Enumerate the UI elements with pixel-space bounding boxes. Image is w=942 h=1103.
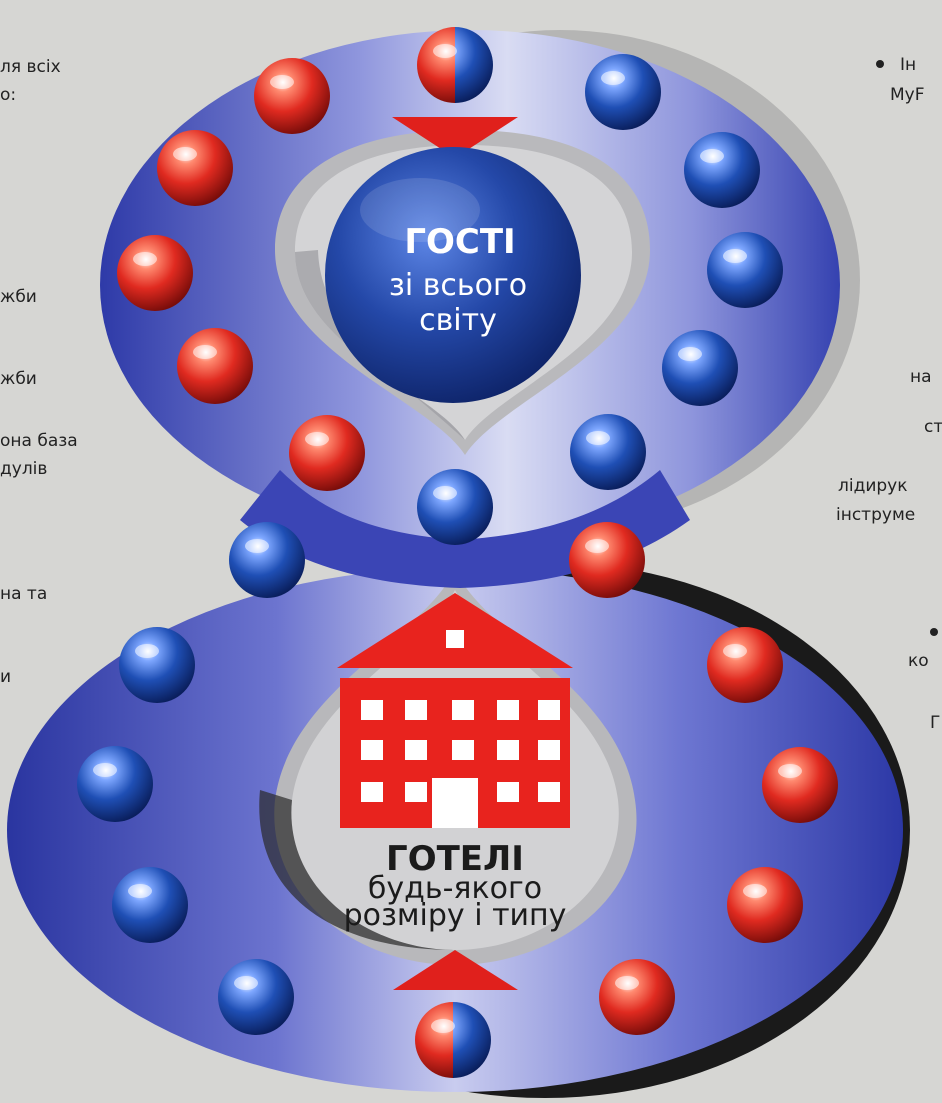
right-fragment: Г [930, 713, 940, 733]
blue-ball-icon [585, 54, 661, 130]
left-text-fragments: ля всіх о: жби жби она база дулів на та … [0, 57, 78, 687]
half-red-blue-ball-icon [417, 27, 493, 103]
right-text-fragments: Ін MyF на ст лідирук інструме ко Г [836, 55, 942, 733]
blue-ball-icon [570, 414, 646, 490]
left-fragment: жби [0, 287, 37, 307]
right-fragment: на [910, 367, 932, 387]
blue-ball-icon [119, 627, 195, 703]
bullet-icon [876, 60, 884, 68]
hotels-line2: розміру і типу [344, 898, 567, 933]
right-fragment: Ін [900, 55, 916, 75]
hotel-building-icon [337, 593, 573, 828]
right-fragment: ст [924, 417, 942, 437]
hotels-title: ГОТЕЛІ [386, 839, 524, 879]
arrow-up-icon [393, 950, 518, 990]
right-fragment: інструме [836, 505, 915, 525]
red-ball-icon [762, 747, 838, 823]
guests-globe: ГОСТІ зі всього світу [325, 147, 581, 403]
red-ball-icon [254, 58, 330, 134]
left-fragment: о: [0, 85, 16, 105]
blue-ball-icon [417, 469, 493, 545]
blue-ball-icon [684, 132, 760, 208]
left-fragment: она база [0, 431, 78, 451]
half-red-blue-ball-icon [415, 1002, 491, 1078]
left-fragment: дулів [0, 459, 47, 479]
guests-line1: зі всього [389, 268, 527, 303]
left-fragment: ля всіх [0, 57, 61, 77]
hotels-line1: будь-якого [368, 871, 542, 906]
arrow-down-icon [392, 117, 518, 158]
red-ball-icon [117, 235, 193, 311]
red-ball-icon [599, 959, 675, 1035]
left-fragment: и [0, 667, 11, 687]
red-ball-icon [177, 328, 253, 404]
left-fragment: на та [0, 584, 47, 604]
red-ball-icon [289, 415, 365, 491]
guests-title: ГОСТІ [404, 222, 515, 262]
blue-ball-icon [707, 232, 783, 308]
right-fragment: лідирук [838, 476, 908, 496]
left-fragment: жби [0, 369, 37, 389]
blue-ball-icon [112, 867, 188, 943]
right-fragment: MyF [890, 85, 925, 105]
red-ball-icon [157, 130, 233, 206]
red-ball-icon [569, 522, 645, 598]
blue-ball-icon [218, 959, 294, 1035]
red-ball-icon [707, 627, 783, 703]
red-ball-icon [727, 867, 803, 943]
right-fragment: ко [908, 651, 929, 671]
blue-ball-icon [77, 746, 153, 822]
ball-ring [77, 27, 838, 1078]
guests-line2: світу [419, 303, 497, 338]
blue-ball-icon [662, 330, 738, 406]
blue-ball-icon [229, 522, 305, 598]
bullet-icon [930, 628, 938, 636]
